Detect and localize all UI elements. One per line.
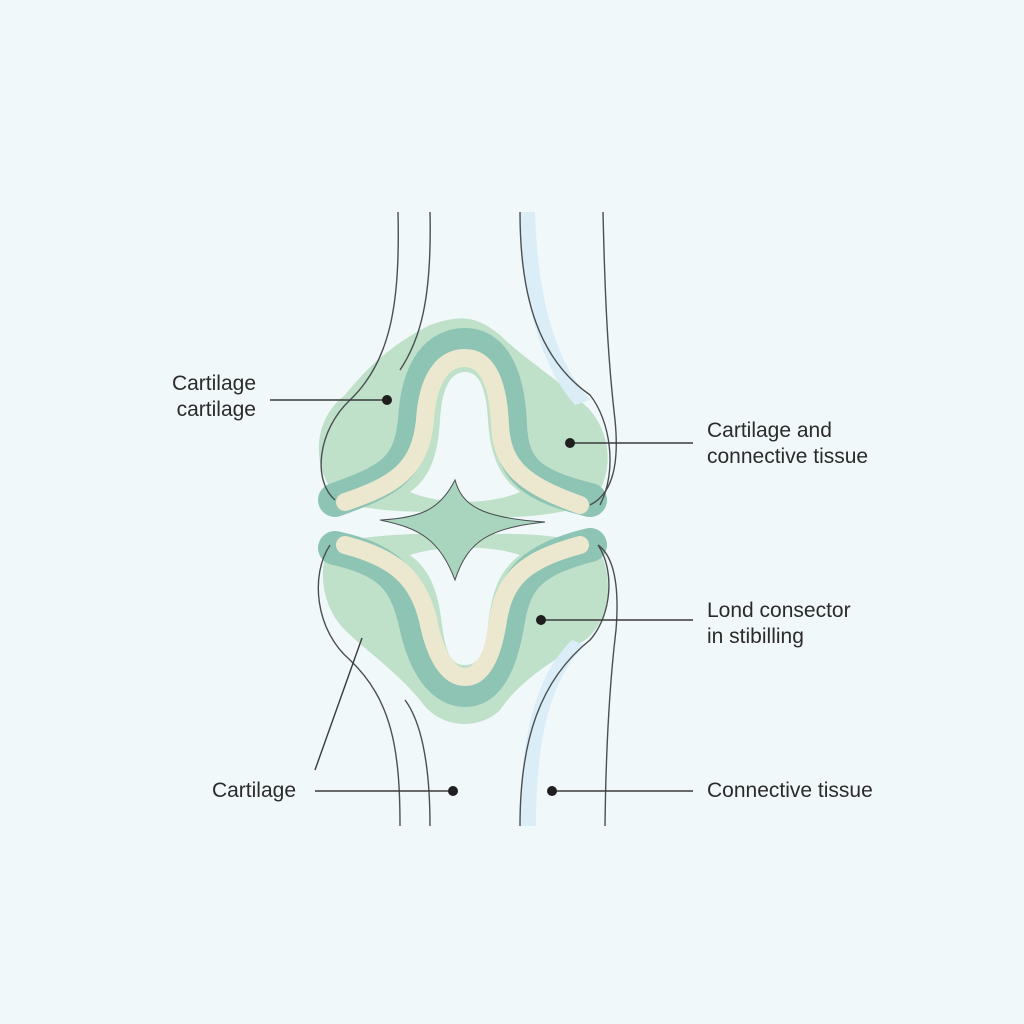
leader-lower-left-diagonal [314,637,363,771]
label-middle-right-line1: Lond consector [707,599,851,622]
upper-bone-cavity [410,372,520,502]
dot-upper-left [382,395,392,405]
dot-middle-right [536,615,546,625]
upper-bone-layer [336,348,589,514]
upper-vessel [520,212,590,405]
lower-bone-layer [336,536,589,687]
lower-right-outer-outline [597,544,618,827]
upper-left-inner-outline [399,211,431,371]
label-lower-left-line1: Cartilage [211,779,296,802]
label-upper-right-line2: connective tissue [707,445,869,468]
anchor-dots [382,395,575,796]
lower-right-inner-outline [519,544,610,827]
lower-left-inner-outline [404,699,431,827]
lower-left-outer-outline [317,544,401,827]
upper-left-outer-outline [320,211,399,501]
label-upper-right: Cartilage and connective tissue [707,418,868,470]
limb-outlines [317,211,618,827]
label-middle-right: Lond consector in stibilling [707,598,851,650]
label-upper-left-line1: Cartilage [171,372,256,395]
dot-lower-center [448,786,458,796]
label-lower-right: Connective tissue [707,778,873,804]
upper-right-inner-outline [519,211,611,506]
label-upper-right-line1: Cartilage and [707,419,832,442]
label-upper-left: Cartilage cartilage [130,371,256,423]
label-middle-right-line2: in stibilling [707,625,804,648]
lower-bone-cavity [410,547,520,665]
label-lower-right-line1: Connective tissue [707,779,873,802]
label-lower-left: Cartilage [170,778,296,804]
upper-right-outer-outline [589,211,617,506]
label-upper-left-line2: cartilage [176,398,256,421]
dot-lower-right [547,786,557,796]
leader-lines [270,399,693,792]
dot-upper-right [565,438,575,448]
central-meniscus [379,478,546,582]
lower-vessel [520,640,585,826]
